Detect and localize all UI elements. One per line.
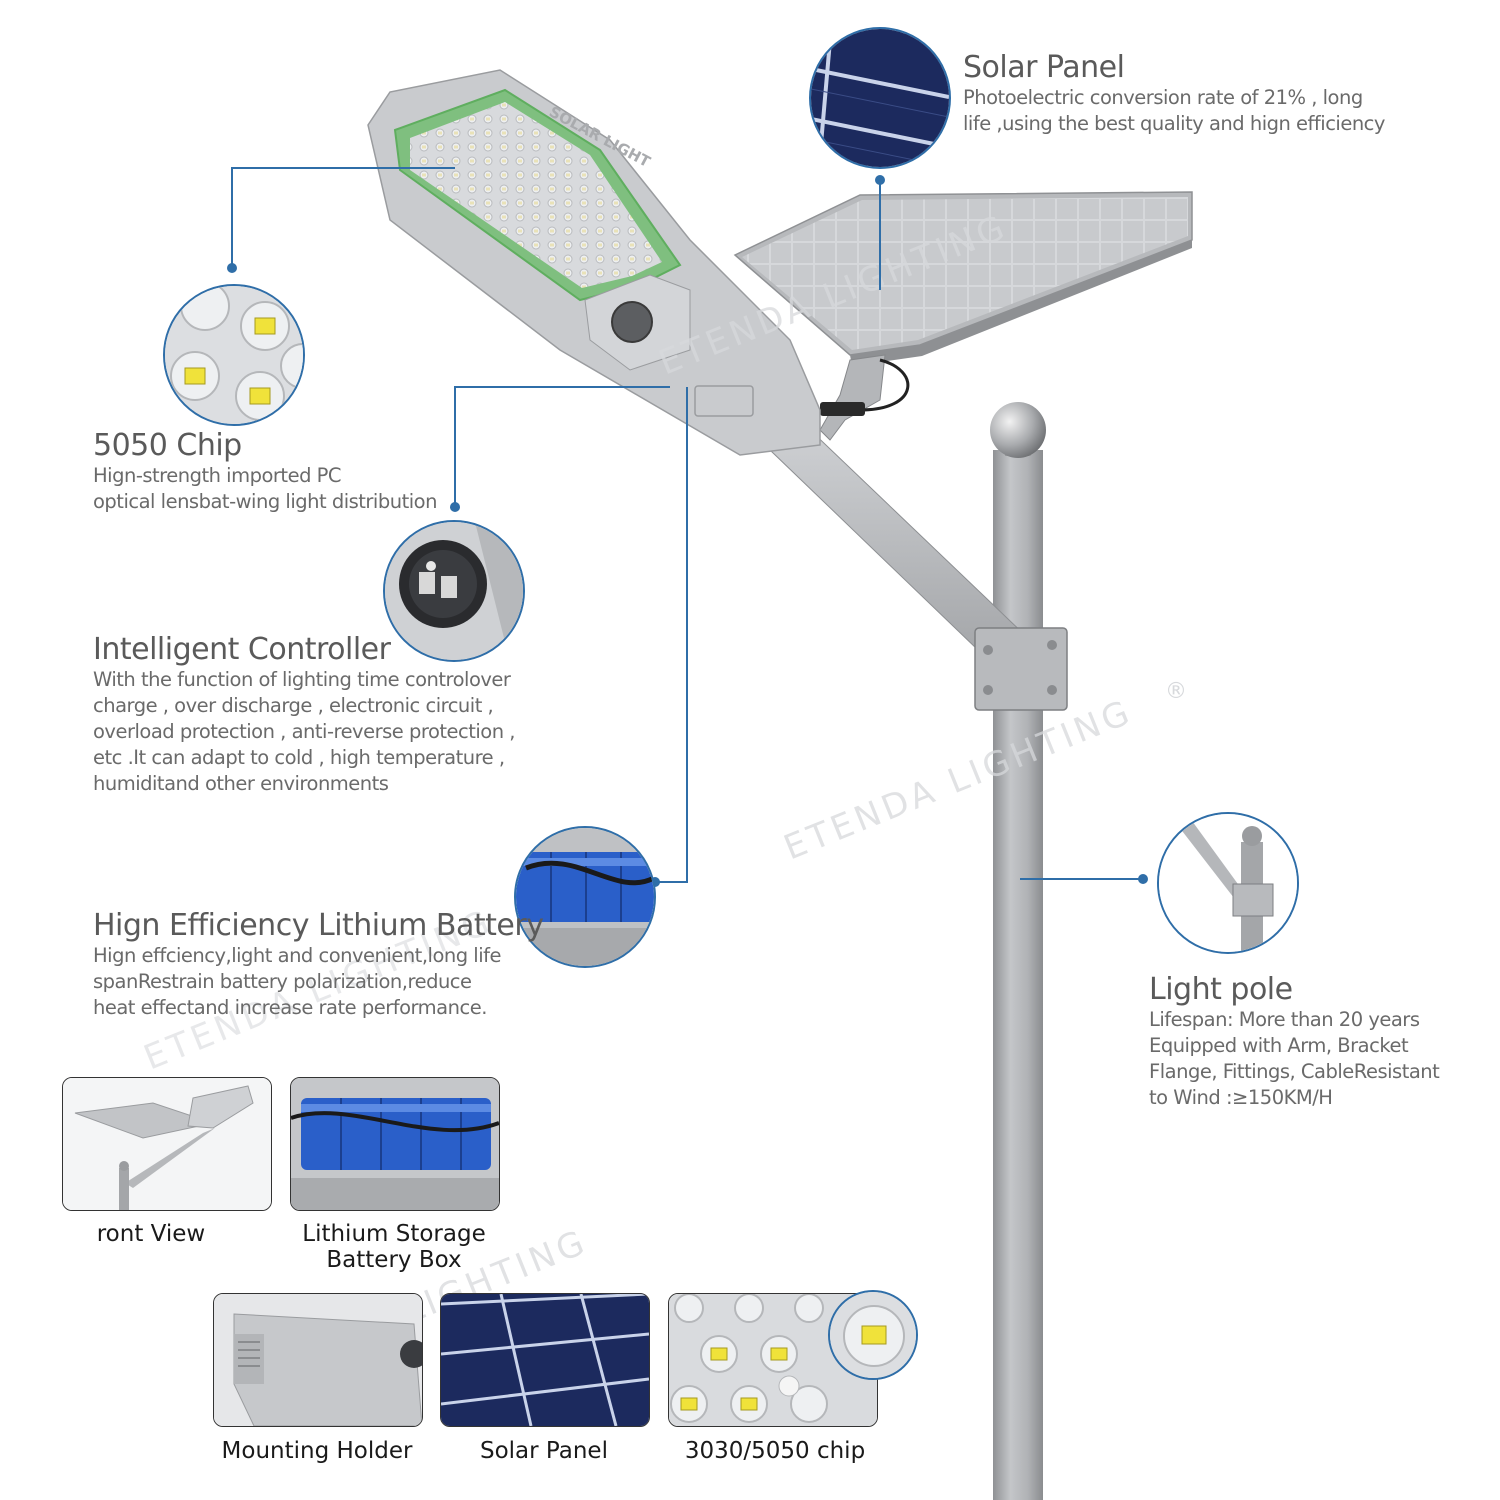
solar-panel-title: Solar Panel — [963, 50, 1125, 85]
front-view-icon — [63, 1078, 271, 1210]
solar-panel-caption: Solar Panel — [480, 1438, 608, 1464]
front-view-thumbnail[interactable] — [62, 1077, 272, 1211]
solar-panel-icon — [441, 1294, 649, 1426]
light-pole — [993, 450, 1043, 1500]
chip-zoom-icon — [830, 1292, 916, 1378]
solar-cell-icon — [811, 29, 949, 167]
solar-panel-detail-circle — [809, 27, 951, 169]
battery-detail-circle — [514, 826, 656, 968]
battery-description: Hign effciency,light and convenient,long… — [93, 944, 502, 1019]
pole-top-ball — [990, 402, 1046, 458]
controller-sensor-icon — [385, 522, 523, 660]
pole-description: Lifespan: More than 20 years Equipped wi… — [1149, 1008, 1440, 1109]
chip-description: Hign-strength imported PC optical lensba… — [93, 464, 437, 513]
front-view-caption: ront View — [96, 1221, 206, 1247]
battery-box-thumbnail[interactable] — [290, 1077, 500, 1211]
pole-detail-circle — [1157, 812, 1299, 954]
watermark-registered-mark: ® — [1165, 679, 1187, 704]
chip-caption: 3030/5050 chip — [684, 1438, 866, 1464]
controller-title: Intelligent Controller — [93, 632, 391, 667]
watermark: ETENDA LIGHTING — [778, 692, 1138, 869]
mounting-holder-icon — [214, 1294, 422, 1426]
led-chip-icon — [165, 286, 303, 424]
arm-bracket — [974, 627, 1068, 711]
pole-bracket-icon — [1159, 814, 1297, 952]
callout-lines — [231, 167, 1143, 883]
battery-box-caption: Lithium Storage Battery Box — [302, 1221, 486, 1273]
callout-dots — [227, 175, 1148, 887]
light-sensor — [611, 301, 653, 343]
mounting-holder-thumbnail[interactable] — [213, 1293, 423, 1427]
solar-panel-description: Photoelectric conversion rate of 21% , l… — [963, 86, 1385, 135]
controller-detail-circle — [383, 520, 525, 662]
solar-panel-thumbnail[interactable] — [440, 1293, 650, 1427]
battery-title: Hign Efficiency Lithium Battery — [93, 908, 544, 943]
mounting-holder-caption: Mounting Holder — [221, 1438, 413, 1464]
controller-description: With the function of lighting time contr… — [93, 668, 515, 795]
battery-pack-icon — [516, 828, 654, 966]
chip-zoom-circle — [828, 1290, 918, 1380]
pole-title: Light pole — [1149, 972, 1293, 1007]
battery-box-icon — [291, 1078, 499, 1210]
chip-title: 5050 Chip — [93, 428, 242, 463]
chip-detail-circle — [163, 284, 305, 426]
